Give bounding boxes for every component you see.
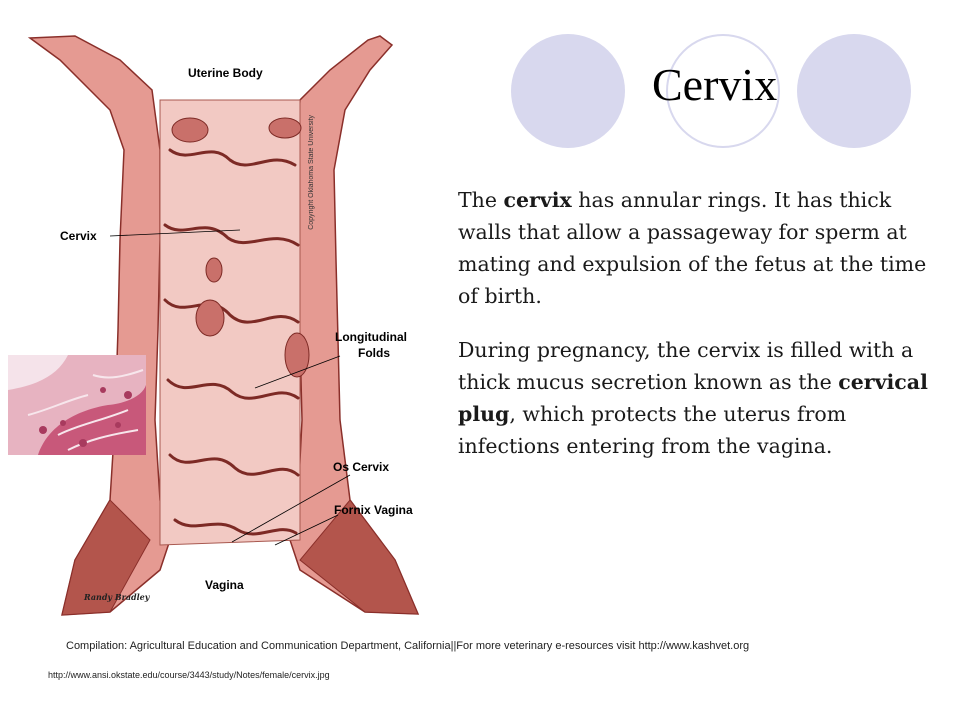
histology-micrograph [8, 355, 146, 455]
slide-title: Cervix [652, 59, 778, 110]
decorative-circle-right [797, 34, 911, 148]
label-vagina: Vagina [205, 578, 244, 592]
cervix-diagram: Uterine Body Cervix Longitudinal Folds O… [0, 0, 440, 630]
label-longitudinal-folds-line2: Folds [358, 346, 390, 360]
copyright-text: Copyright Oklahoma State University [308, 115, 315, 230]
label-os-cervix: Os Cervix [333, 460, 390, 474]
footer-compilation: Compilation: Agricultural Education and … [66, 640, 750, 652]
artist-signature: Randy Bradley [84, 592, 150, 602]
source-url: http://www.ansi.okstate.edu/course/3443/… [48, 670, 330, 680]
histology-image [8, 355, 146, 455]
decorative-circle-middle [666, 34, 780, 148]
label-cervix: Cervix [60, 229, 97, 243]
label-longitudinal-folds-line1: Longitudinal [335, 330, 407, 344]
slide-body: The cervix has annular rings. It has thi… [458, 184, 928, 484]
term-cervical-plug: cervical plug [458, 370, 928, 426]
paragraph-cervix-description: The cervix has annular rings. It has thi… [458, 188, 927, 308]
decorative-circle-left [511, 34, 625, 148]
label-fornix-vagina: Fornix Vagina [334, 503, 413, 517]
label-uterine-body: Uterine Body [188, 66, 263, 80]
cervix-illustration [27, 35, 420, 616]
paragraph-cervical-plug: During pregnancy, the cervix is filled w… [458, 338, 928, 458]
term-cervix: cervix [503, 188, 572, 212]
